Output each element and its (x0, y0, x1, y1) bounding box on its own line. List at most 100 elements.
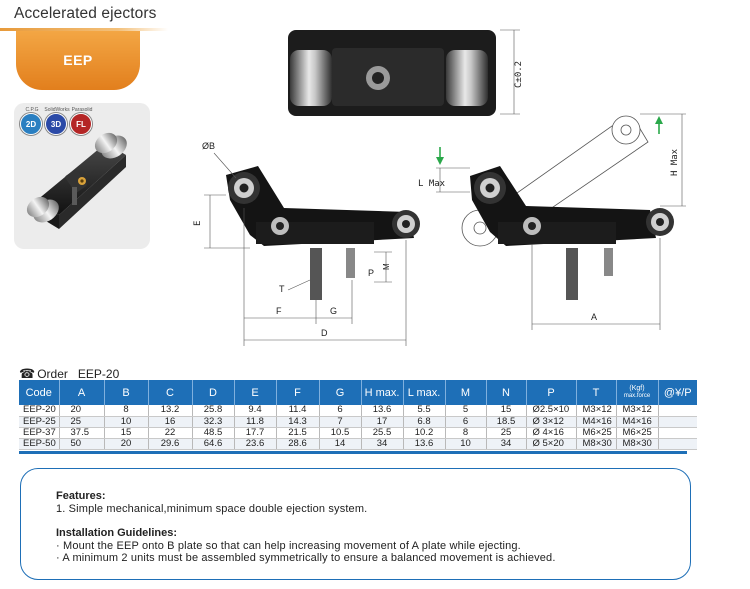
table-header-row: Code A B C D E F G H max. L max. M N P T… (19, 380, 697, 405)
table-cell: M8×30 (576, 438, 617, 450)
dim-g-label: G (330, 306, 337, 316)
table-cell: 18.5 (486, 416, 527, 428)
table-cell: M6×25 (616, 427, 659, 439)
table-cell: 50 (59, 438, 105, 450)
table-cell: M3×12 (576, 405, 617, 417)
table-cell: 34 (361, 438, 404, 450)
ejected-view: L Max H Max A (418, 113, 686, 330)
dim-m-label: M (382, 263, 391, 270)
table-cell: 13.6 (403, 438, 446, 450)
technical-drawing: C±0.2 ØB E T F G D P M (193, 29, 686, 346)
table-cell: 10.2 (403, 427, 446, 439)
dim-d-label: D (321, 328, 328, 338)
table-cell: M8×30 (616, 438, 659, 450)
table-cell: 16 (148, 416, 193, 428)
phone-icon: ☎ (19, 366, 36, 381)
table-cell: 20 (59, 405, 105, 417)
side-view: ØB E T F G D P M (193, 141, 420, 346)
product-code-tab: EEP (16, 31, 140, 90)
features-box: Features: 1. Simple mechanical,minimum s… (20, 468, 691, 580)
col-a: A (59, 380, 105, 405)
dim-c-label: C±0.2 (514, 61, 524, 88)
table-cell: 10.5 (319, 427, 362, 439)
col-d: D (192, 380, 235, 405)
page-title: Accelerated ejectors (14, 5, 157, 22)
table-cell: M4×16 (616, 416, 659, 428)
table-cell: Ø2.5×10 (526, 405, 577, 417)
spec-table: Code A B C D E F G H max. L max. M N P T… (19, 380, 697, 450)
table-cell: 48.5 (192, 427, 235, 439)
col-n: N (486, 380, 527, 405)
table-cell: 17 (361, 416, 404, 428)
table-cell: 9.4 (234, 405, 277, 417)
table-cell: 11.8 (234, 416, 277, 428)
col-code: Code (19, 380, 60, 405)
dim-p-label: P (368, 268, 374, 278)
table-cell: 17.7 (234, 427, 277, 439)
table-cell: 29.6 (148, 438, 193, 450)
table-cell (658, 438, 697, 450)
table-cell: 8 (104, 405, 149, 417)
dim-t-label: T (279, 284, 285, 294)
table-cell: 6 (319, 405, 362, 417)
table-bottom-rule (19, 451, 687, 454)
col-price: @¥/P (658, 380, 697, 405)
dim-e-label: E (193, 221, 203, 226)
col-t: T (576, 380, 617, 405)
col-l-max: L max. (403, 380, 446, 405)
installation-item: · A minimum 2 units must be assembled sy… (56, 552, 556, 564)
table-cell: 14.3 (276, 416, 320, 428)
table-cell: Ø 4×16 (526, 427, 577, 439)
table-cell: Ø 3×12 (526, 416, 577, 428)
installation-heading: Installation Guidelines: (56, 527, 178, 539)
top-view: C±0.2 (288, 29, 524, 116)
col-b: B (104, 380, 149, 405)
table-cell: 6.8 (403, 416, 446, 428)
table-cell: 25.5 (361, 427, 404, 439)
table-cell: 10 (445, 438, 487, 450)
dim-l-max-label: L Max (418, 179, 446, 189)
table-cell: 22 (148, 427, 193, 439)
table-cell: 20 (104, 438, 149, 450)
table-cell: 25 (486, 427, 527, 439)
table-cell (658, 416, 697, 428)
table-cell: 25 (59, 416, 105, 428)
table-cell: Ø 5×20 (526, 438, 577, 450)
table-cell: 13.6 (361, 405, 404, 417)
table-cell: 10 (104, 416, 149, 428)
table-cell: 5 (445, 405, 487, 417)
table-cell: 64.6 (192, 438, 235, 450)
col-h-max: H max. (361, 380, 404, 405)
table-cell: 25.8 (192, 405, 235, 417)
feature-item: 1. Simple mechanical,minimum space doubl… (56, 503, 368, 515)
col-e: E (234, 380, 277, 405)
col-m: M (445, 380, 487, 405)
dim-phi-b-label: ØB (202, 141, 215, 151)
col-p: P (526, 380, 577, 405)
dim-h-max-label: H Max (670, 148, 680, 176)
table-cell: 11.4 (276, 405, 320, 417)
table-cell (658, 405, 697, 417)
row-code-cell: EEP-25 (19, 416, 60, 428)
row-code-cell: EEP-50 (19, 438, 60, 450)
table-cell: 6 (445, 416, 487, 428)
order-example-code: EEP-20 (77, 367, 120, 381)
table-cell: M4×16 (576, 416, 617, 428)
table-cell (658, 427, 697, 439)
table-cell: M3×12 (616, 405, 659, 417)
table-cell: 37.5 (59, 427, 105, 439)
col-f: F (276, 380, 320, 405)
table-cell: 5.5 (403, 405, 446, 417)
table-cell: 15 (104, 427, 149, 439)
table-cell: 32.3 (192, 416, 235, 428)
dim-a-label: A (591, 312, 597, 322)
row-code-cell: EEP-37 (19, 427, 60, 439)
